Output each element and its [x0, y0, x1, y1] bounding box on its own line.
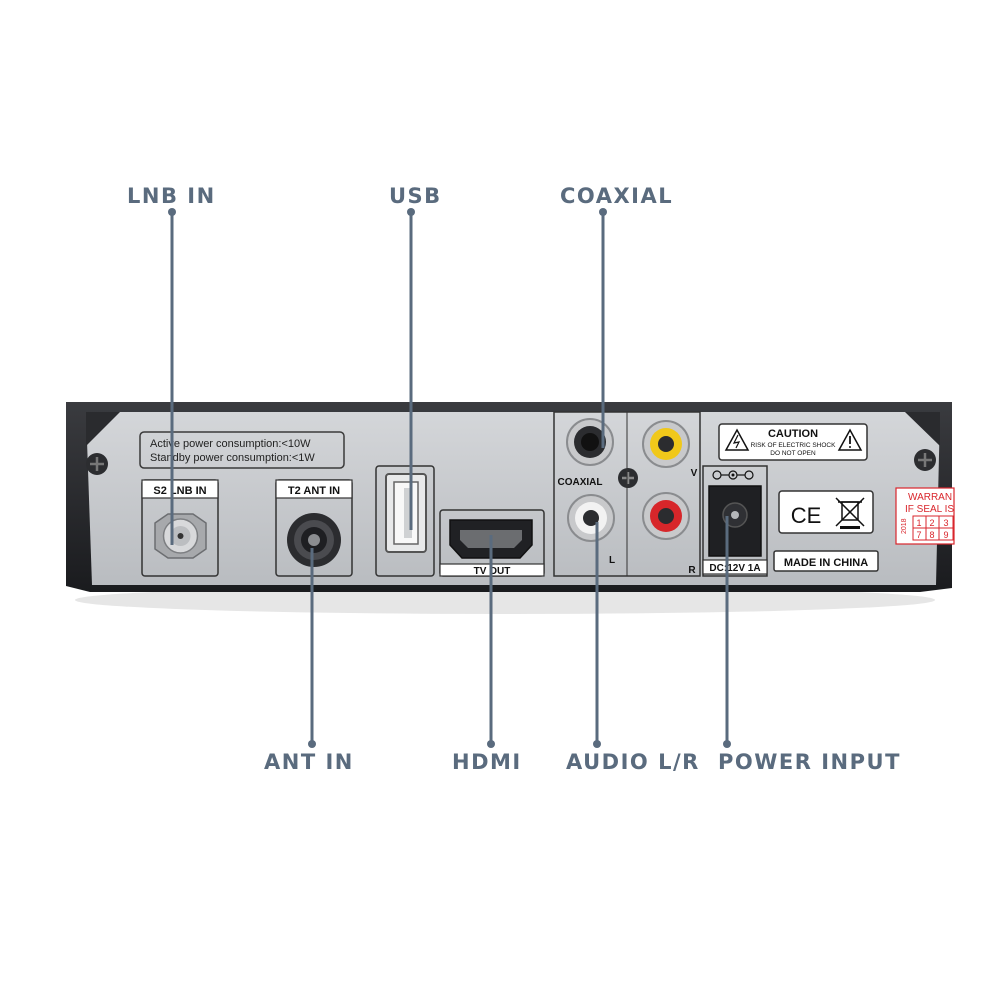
leader-line-coaxial [599, 208, 607, 448]
video-jack-label: V [691, 468, 698, 479]
dc-rating-label: DC:12V 1A [709, 563, 760, 574]
leader-line-ant-in [308, 548, 316, 748]
audio-left-label: L [609, 555, 615, 566]
screw-icon [914, 449, 936, 471]
ant-in-port[interactable] [287, 513, 341, 567]
leader-line-audio-lr [593, 522, 601, 748]
caution-title: CAUTION [768, 428, 818, 440]
s2-lnb-in-label: S2 LNB IN [153, 485, 206, 497]
screw-icon [618, 468, 638, 488]
warranty-seal-sticker: WARRAN IF SEAL IS 2018 1 2 3 7 8 9 [895, 487, 955, 545]
callout-usb: USB [389, 184, 442, 208]
callout-power-input: POWER INPUT [718, 750, 901, 774]
warranty-line2: IF SEAL IS [905, 504, 954, 515]
made-in-label: MADE IN CHINA [784, 557, 868, 569]
screw-icon [86, 453, 108, 475]
weee-bin-icon [835, 497, 865, 529]
leader-line-hdmi [487, 535, 495, 748]
seal-cell: 9 [943, 530, 948, 540]
usb-port[interactable] [385, 473, 427, 553]
warning-triangle-icon [724, 428, 750, 451]
coaxial-jack-label: COAXIAL [558, 477, 603, 488]
leader-line-power-input [723, 516, 731, 748]
seal-cell: 2 [929, 518, 934, 528]
callout-ant-in: ANT IN [264, 750, 354, 774]
callout-coaxial: COAXIAL [560, 184, 674, 208]
lnb-in-port[interactable] [154, 513, 207, 559]
seal-cell: 7 [916, 530, 921, 540]
power-input-port[interactable] [708, 485, 762, 557]
caution-line1: RISK OF ELECTRIC SHOCK [751, 442, 837, 449]
warning-exclamation-icon [837, 428, 863, 451]
leader-line-usb [407, 208, 415, 530]
callout-audio-lr: AUDIO L/R [566, 750, 700, 774]
coaxial-port[interactable] [566, 418, 614, 466]
warranty-line1: WARRAN [908, 492, 952, 503]
callout-hdmi: HDMI [452, 750, 522, 774]
power-consumption-line2: Standby power consumption:<1W [150, 452, 315, 464]
leader-line-lnb-in [168, 208, 176, 545]
seal-year: 2018 [901, 518, 908, 534]
video-rca-port[interactable] [642, 420, 690, 468]
seal-cell: 3 [943, 518, 948, 528]
audio-right-port[interactable] [642, 492, 690, 540]
polarity-icon [712, 470, 754, 480]
seal-cell: 1 [916, 518, 921, 528]
seal-cell: 8 [929, 530, 934, 540]
t2-ant-in-label: T2 ANT IN [288, 485, 340, 497]
audio-right-label: R [688, 565, 696, 576]
power-consumption-line1: Active power consumption:<10W [150, 438, 311, 450]
audio-left-port[interactable] [567, 494, 615, 542]
callout-lnb-in: LNB IN [127, 184, 216, 208]
caution-line2: DO NOT OPEN [770, 450, 816, 457]
ce-mark: CE [791, 503, 822, 528]
